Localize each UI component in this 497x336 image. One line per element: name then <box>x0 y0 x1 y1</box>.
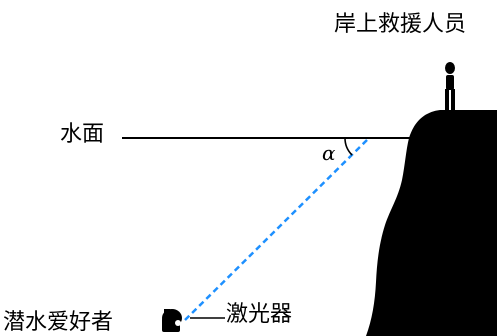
water-surface-label: 水面 <box>60 122 105 147</box>
cliff-silhouette <box>366 110 497 336</box>
angle-label: α <box>322 141 336 165</box>
diver-figure <box>162 309 182 332</box>
laser-beam <box>184 137 370 321</box>
diver-label: 潜水爱好者 <box>3 310 114 335</box>
angle-arc <box>344 137 353 156</box>
laser-label: 激光器 <box>226 302 293 327</box>
rescuer-label: 岸上救援人员 <box>334 12 467 37</box>
rescuer-figure <box>445 62 455 110</box>
